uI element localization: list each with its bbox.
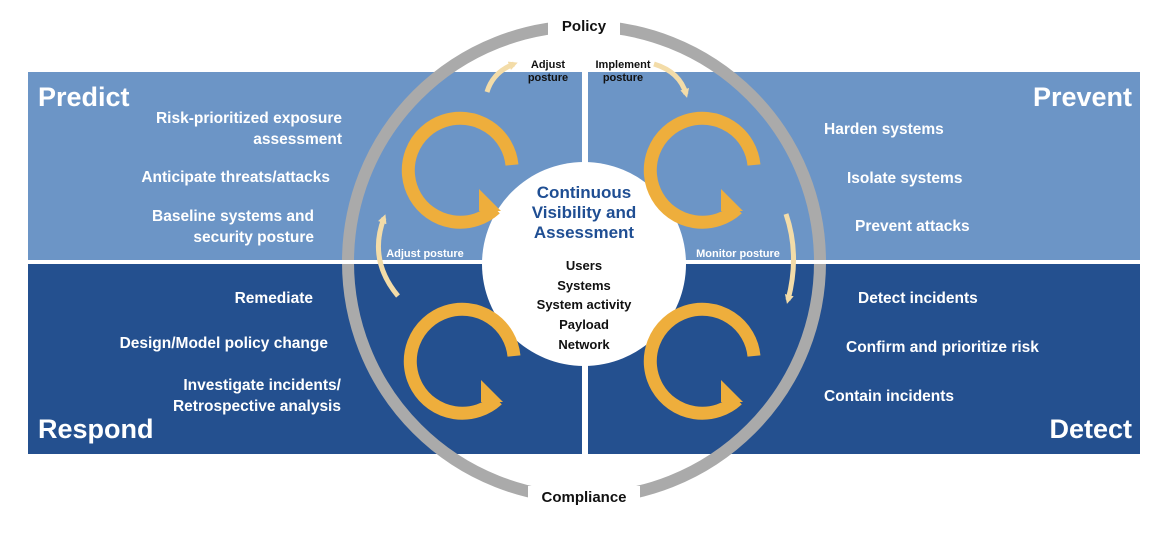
adjust-posture-top-arrow	[484, 61, 518, 93]
center-item: Systems	[557, 278, 610, 293]
implement-posture-label: posture	[603, 72, 643, 84]
center-title-line: Assessment	[534, 223, 635, 242]
predict-item: Risk-prioritized exposure assessment	[155, 110, 342, 148]
policy-plate	[548, 14, 620, 36]
respond-item: Investigate incidents/ Retrospective ana…	[172, 377, 341, 415]
predict-title: Predict	[38, 82, 130, 112]
policy-label: Policy	[562, 18, 607, 35]
detect-item: Confirm and prioritize risk	[846, 339, 1039, 356]
compliance-plate	[528, 486, 640, 508]
center-item: Users	[566, 258, 602, 273]
center-item: Network	[558, 337, 610, 352]
center-item: System activity	[537, 297, 632, 312]
prevent-item: Isolate systems	[847, 170, 963, 187]
center-circle	[482, 162, 686, 366]
prevent-cycle-arrow	[643, 111, 761, 229]
prevent-quadrant	[588, 72, 1140, 260]
implement-posture-label: Implement	[595, 59, 650, 71]
adjust-posture-top-label: posture	[528, 72, 568, 84]
monitor-posture-label: Monitor posture	[696, 248, 780, 260]
predict-cycle-arrow	[401, 111, 519, 229]
center-title-line: Visibility and	[532, 203, 637, 222]
adjust-posture-left-label: Adjust posture	[386, 248, 464, 260]
compliance-label: Compliance	[541, 489, 626, 506]
implement-posture-arrow	[653, 61, 690, 98]
respond-title: Respond	[38, 414, 154, 444]
center-item: Payload	[559, 317, 609, 332]
respond-cycle-arrow	[403, 302, 521, 420]
detect-title: Detect	[1049, 414, 1132, 444]
predict-item: Baseline systems and security posture	[152, 208, 314, 246]
prevent-item: Harden systems	[824, 121, 944, 138]
prevent-item: Prevent attacks	[855, 218, 970, 235]
detect-item: Detect incidents	[858, 290, 978, 307]
detect-item: Contain incidents	[824, 388, 955, 405]
predict-item: Anticipate threats/attacks	[141, 169, 330, 186]
monitor-posture-arrow	[783, 213, 796, 304]
adjust-posture-top-label: Adjust	[531, 59, 566, 71]
prevent-title: Prevent	[1032, 82, 1132, 112]
adjust-posture-left-arrow	[376, 214, 400, 298]
center-title-line: Continuous	[537, 183, 631, 202]
respond-item: Design/Model policy change	[119, 335, 328, 352]
respond-item: Remediate	[234, 290, 313, 307]
detect-cycle-arrow	[643, 302, 761, 420]
